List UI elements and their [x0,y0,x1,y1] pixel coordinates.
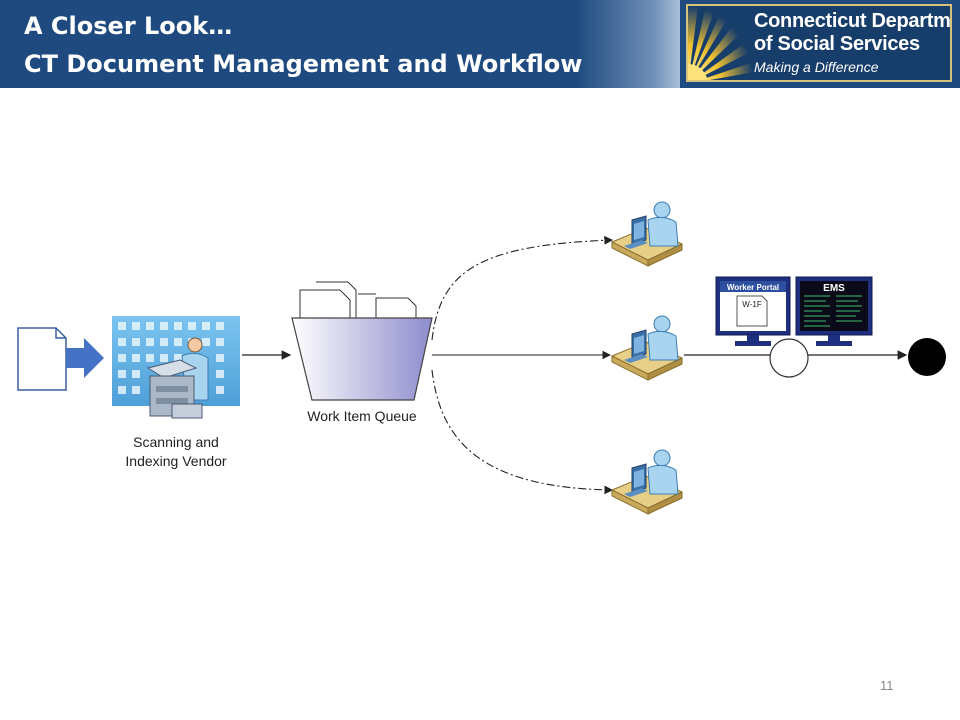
queue-to-worker-bottom-arrow [431,369,614,495]
workflow-diagram: Scanning and Indexing Vendor Work Item Q… [17,201,946,515]
caseworker-top-icon [611,201,683,267]
logo-line2: of Social Services [754,33,920,55]
work-item-queue-icon [291,281,433,401]
queue-to-worker-top-arrow [431,235,614,341]
slide-title-line2: CT Document Management and Workflow [24,50,583,78]
dss-logo: Connecticut Department of Social Service… [680,0,960,88]
page-number: 11 [880,678,894,693]
caseworker-bottom-icon [611,449,683,515]
logo-line1: Connecticut Department [754,10,951,32]
input-arrow-icon [66,338,104,378]
ems-monitor-icon [795,276,873,346]
vendor-label-line2: Indexing Vendor [125,453,227,469]
worker-portal-label: Worker Portal [727,283,779,292]
connector-node [769,338,809,378]
end-node [908,338,946,376]
ems-label: EMS [823,283,845,294]
vendor-label-line1: Scanning and [133,434,219,450]
caseworker-middle-icon [611,315,683,381]
logo-panel: Connecticut Department of Social Service… [686,4,952,82]
scanning-vendor-icon [112,316,240,419]
queue-label: Work Item Queue [307,408,417,424]
incoming-document-icon [17,327,67,391]
slide-title-line1: A Closer Look… [24,12,233,40]
worker-portal-monitor-icon [715,276,791,346]
form-label: W-1F [742,300,762,309]
logo-tagline: Making a Difference [754,59,879,75]
sunburst-icon [688,6,754,80]
